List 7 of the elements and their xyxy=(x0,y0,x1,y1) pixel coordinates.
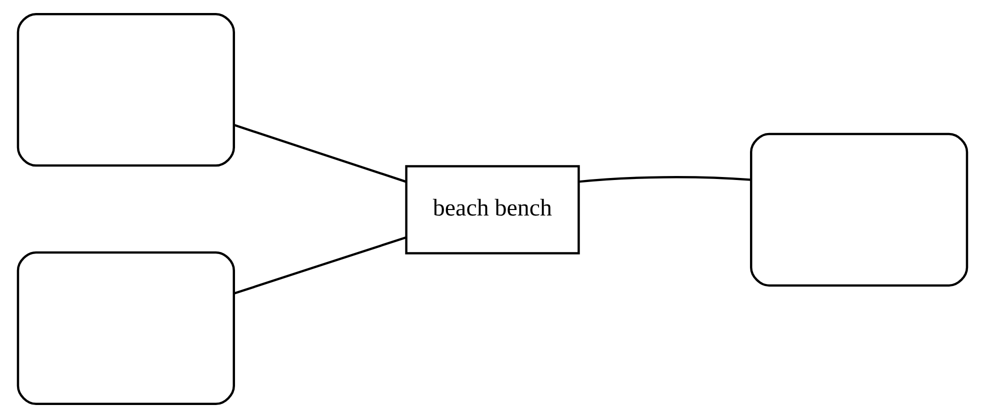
connector xyxy=(234,236,406,295)
node-box xyxy=(750,132,968,287)
node-box: beach bench xyxy=(405,165,580,254)
node-box xyxy=(16,251,235,406)
node-box xyxy=(16,12,235,167)
connector xyxy=(234,124,406,183)
connector xyxy=(578,176,751,183)
